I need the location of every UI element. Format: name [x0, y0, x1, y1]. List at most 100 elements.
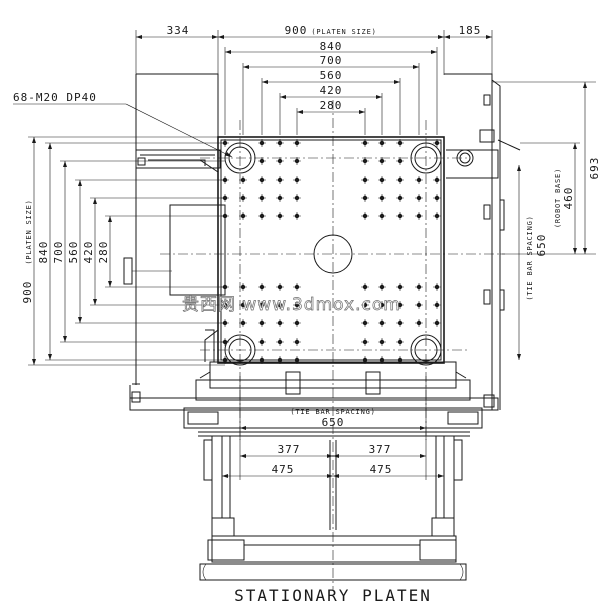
hole-cross — [361, 157, 369, 165]
hole-cross — [396, 319, 404, 327]
dim-bottom-475-right: 475 — [370, 463, 393, 476]
hole-cross — [433, 139, 441, 147]
hole-cross — [433, 176, 441, 184]
dim-bottom-tie-bar-value: 650 — [322, 416, 345, 429]
hole-cross — [378, 212, 386, 220]
watermark-text: 贵西网 www.3dmox.com — [182, 295, 401, 315]
dim-bottom-377-right: 377 — [369, 443, 392, 456]
hole-cross — [258, 212, 266, 220]
hole-cross — [276, 176, 284, 184]
hole-cross — [361, 301, 369, 309]
hole-cross — [396, 194, 404, 202]
hole-cross — [433, 301, 441, 309]
hole-cross — [378, 157, 386, 165]
hole-cross — [396, 176, 404, 184]
hole-cross — [221, 194, 229, 202]
hole-cross — [293, 157, 301, 165]
hole-cross — [415, 283, 423, 291]
hole-cross — [396, 212, 404, 220]
hole-cross — [396, 356, 404, 364]
hole-cross — [276, 338, 284, 346]
hole-cross — [361, 212, 369, 220]
hole-cross — [221, 319, 229, 327]
hole-cross — [221, 283, 229, 291]
left-dimensions: 900 (PLATEN SIZE) 840 700 560 420 280 — [21, 136, 225, 366]
hole-cross — [433, 319, 441, 327]
hole-cross — [361, 176, 369, 184]
drawing-caption: STATIONARY PLATEN — [234, 586, 432, 605]
hole-cross — [258, 301, 266, 309]
right-dimensions: 693 460 (ROBOT BASE) 650 (TIE BAR SPACIN… — [492, 81, 601, 360]
hole-cross — [361, 356, 369, 364]
hole-cross — [396, 338, 404, 346]
machine-body — [123, 73, 521, 590]
dim-left-700: 700 — [52, 241, 65, 264]
hole-cross — [221, 301, 229, 309]
hole-cross — [239, 194, 247, 202]
thread-callout: 68-M20 DP40 — [13, 91, 233, 158]
hole-cross — [239, 301, 247, 309]
dim-right-tie-bar-note: (TIE BAR SPACING) — [526, 215, 534, 300]
hole-cross — [276, 283, 284, 291]
hole-cross — [293, 301, 301, 309]
hole-cross — [433, 194, 441, 202]
dim-top-840: 840 — [320, 40, 343, 53]
hole-cross — [361, 283, 369, 291]
hole-cross — [258, 319, 266, 327]
hole-cross — [378, 319, 386, 327]
hole-cross — [293, 356, 301, 364]
dim-left-platen-note: (PLATEN SIZE) — [25, 199, 33, 264]
hole-cross — [258, 356, 266, 364]
hole-cross — [258, 139, 266, 147]
hole-cross — [415, 319, 423, 327]
dim-left-560: 560 — [67, 241, 80, 264]
hole-cross — [239, 212, 247, 220]
hole-cross — [378, 301, 386, 309]
hole-cross — [293, 212, 301, 220]
hole-cross — [396, 139, 404, 147]
hole-cross — [361, 194, 369, 202]
hole-cross — [239, 283, 247, 291]
hole-cross — [293, 194, 301, 202]
dim-top-700: 700 — [320, 54, 343, 67]
hole-cross — [276, 157, 284, 165]
dim-top-platen-size: 900 — [285, 24, 308, 37]
dim-left-offset: 334 — [167, 24, 190, 37]
hole-cross — [361, 338, 369, 346]
dim-top-420: 420 — [320, 84, 343, 97]
dim-left-840: 840 — [37, 241, 50, 264]
hole-cross — [276, 301, 284, 309]
dim-robot-base-note: (ROBOT BASE) — [554, 168, 562, 228]
dim-left-platen-size: 900 — [21, 281, 34, 304]
hole-cross — [293, 139, 301, 147]
dim-right-693: 693 — [588, 157, 601, 180]
hole-cross — [221, 139, 229, 147]
hole-cross — [361, 319, 369, 327]
hole-cross — [293, 176, 301, 184]
hole-cross — [433, 212, 441, 220]
hole-cross — [258, 176, 266, 184]
hole-cross — [276, 139, 284, 147]
dim-top-platen-note: (PLATEN SIZE) — [311, 28, 376, 36]
mounting-holes — [221, 139, 441, 364]
hole-cross — [293, 283, 301, 291]
hole-cross — [221, 212, 229, 220]
hole-cross — [378, 176, 386, 184]
hole-cross — [415, 212, 423, 220]
hole-cross — [276, 194, 284, 202]
dim-bottom-377-left: 377 — [278, 443, 301, 456]
hole-cross — [396, 301, 404, 309]
hole-cross — [276, 356, 284, 364]
hole-cross — [258, 283, 266, 291]
hole-cross — [276, 319, 284, 327]
hole-cross — [276, 212, 284, 220]
hole-cross — [378, 283, 386, 291]
top-dimensions: 334 900 (PLATEN SIZE) 185 840 700 560 42… — [135, 24, 493, 150]
hole-cross — [293, 338, 301, 346]
dim-left-420: 420 — [82, 241, 95, 264]
bottom-dimensions: (TIE BAR SPACING) 650 377 377 475 475 — [221, 376, 445, 480]
hole-cross — [396, 157, 404, 165]
dim-bottom-475-left: 475 — [272, 463, 295, 476]
hole-cross — [221, 338, 229, 346]
